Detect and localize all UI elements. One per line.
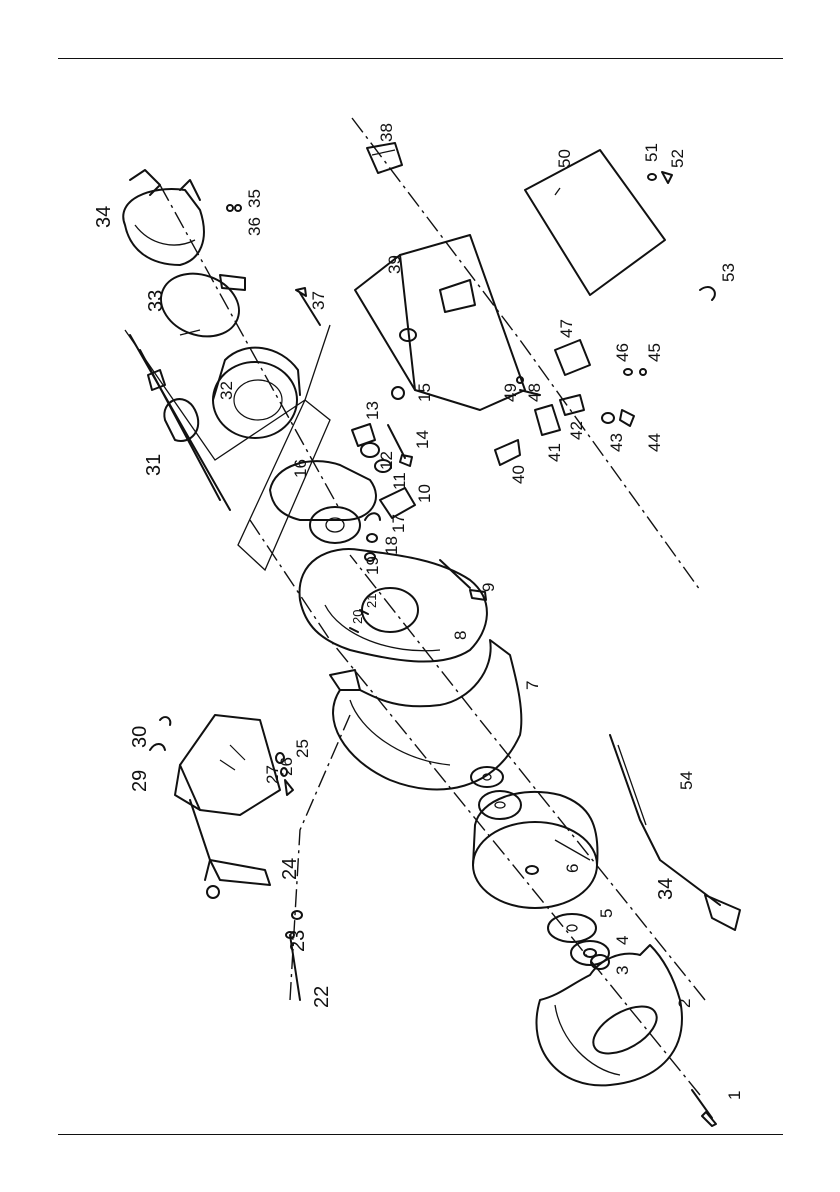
callout-30: 30 [129,726,151,748]
callout-50: 50 [555,149,574,168]
part-2-outer-guard [536,945,681,1085]
callout-49: 49 [501,383,520,402]
callout-51: 51 [642,143,661,162]
part-46-washer [624,369,632,375]
callout-4: 4 [613,936,632,945]
part-39-switch-box [355,235,525,410]
part-36-bracket [220,275,245,290]
part-35-nut [227,205,241,211]
part-30-spring [160,717,170,725]
part-42-clip [560,395,584,415]
callout-54: 54 [677,771,696,790]
callout-39: 39 [385,255,404,274]
callout-16: 16 [291,459,310,478]
part-51-washer [648,174,656,180]
callout-33: 33 [145,290,167,312]
callout-19: 19 [363,556,382,575]
part-10-bracket [380,488,415,518]
callout-31: 31 [143,454,165,476]
part-50-cover-plate [525,150,665,295]
callout-44: 44 [645,433,664,452]
part-45-screw [640,369,646,375]
callout-11: 11 [390,472,409,490]
callout-29: 29 [129,770,151,792]
part-15-ring [392,387,404,399]
part-40-terminal [495,440,520,465]
part-18-washer [367,534,377,542]
callout-34-lower: 34 [655,878,677,900]
part-9-screw [440,560,486,600]
part-47-capacitor [555,340,590,375]
callout-53: 53 [719,263,738,282]
part-41-switch-base [535,405,560,435]
callout-35: 35 [245,189,264,208]
callout-48: 48 [525,383,544,402]
callout-32: 32 [217,381,236,400]
part-8-inner-guard [300,549,487,661]
part-31-armature [130,335,230,510]
callout-1: 1 [725,1091,744,1100]
eye-shield [175,715,280,860]
callout-27: 27 [263,765,282,784]
callout-42: 42 [567,421,586,440]
callout-9: 9 [479,583,498,592]
part-38-plug [367,143,402,173]
part-6-grinding-wheel [473,792,598,908]
callout-14: 14 [413,430,432,449]
callout-12: 12 [377,451,396,470]
callout-18: 18 [382,536,401,555]
part-25-screw [285,780,293,795]
callout-6: 6 [563,864,582,873]
callout-37: 37 [309,291,328,310]
callout-23: 23 [287,930,309,952]
callout-24: 24 [279,858,301,880]
callout-15: 15 [415,383,434,402]
part-53-cable-clip [700,287,715,300]
callout-34-upper: 34 [93,206,115,228]
part-34-end-cover [123,170,204,265]
callout-40: 40 [509,465,528,484]
lower-axis-line [350,555,705,1000]
callout-45: 45 [645,343,664,362]
callout-17: 17 [389,514,408,533]
callout-10: 10 [415,484,434,503]
part-49-washer [517,377,523,383]
part-23-washer [292,911,302,919]
part-52-screw [662,172,672,183]
callout-22: 22 [311,986,333,1008]
part-4-flange [571,941,609,965]
callout-8: 8 [451,631,470,640]
part-1-screw [692,1090,716,1126]
motor-housing-frame [125,325,330,570]
callout-43: 43 [607,433,626,452]
part-29-spring [150,744,165,750]
callout-5: 5 [597,909,616,918]
callout-47: 47 [557,319,576,338]
callout-52: 52 [668,149,687,168]
callout-3: 3 [613,966,632,975]
callout-25: 25 [293,739,312,758]
callout-20: 20 [350,610,365,624]
callout-2: 2 [675,999,694,1008]
part-24-eye-shield-bracket [205,860,270,898]
callout-21: 21 [364,594,379,608]
wheel-washer-inner [471,767,503,787]
callout-13: 13 [363,401,382,420]
wheel-washer-outer [479,791,521,819]
part-44-screw [620,410,634,426]
part-43-washer [602,413,614,423]
callout-36: 36 [245,217,264,236]
callout-41: 41 [545,443,564,462]
callout-7: 7 [523,681,542,690]
callout-46: 46 [613,343,632,362]
callout-38: 38 [377,123,396,142]
part-16-end-bell [270,461,376,543]
